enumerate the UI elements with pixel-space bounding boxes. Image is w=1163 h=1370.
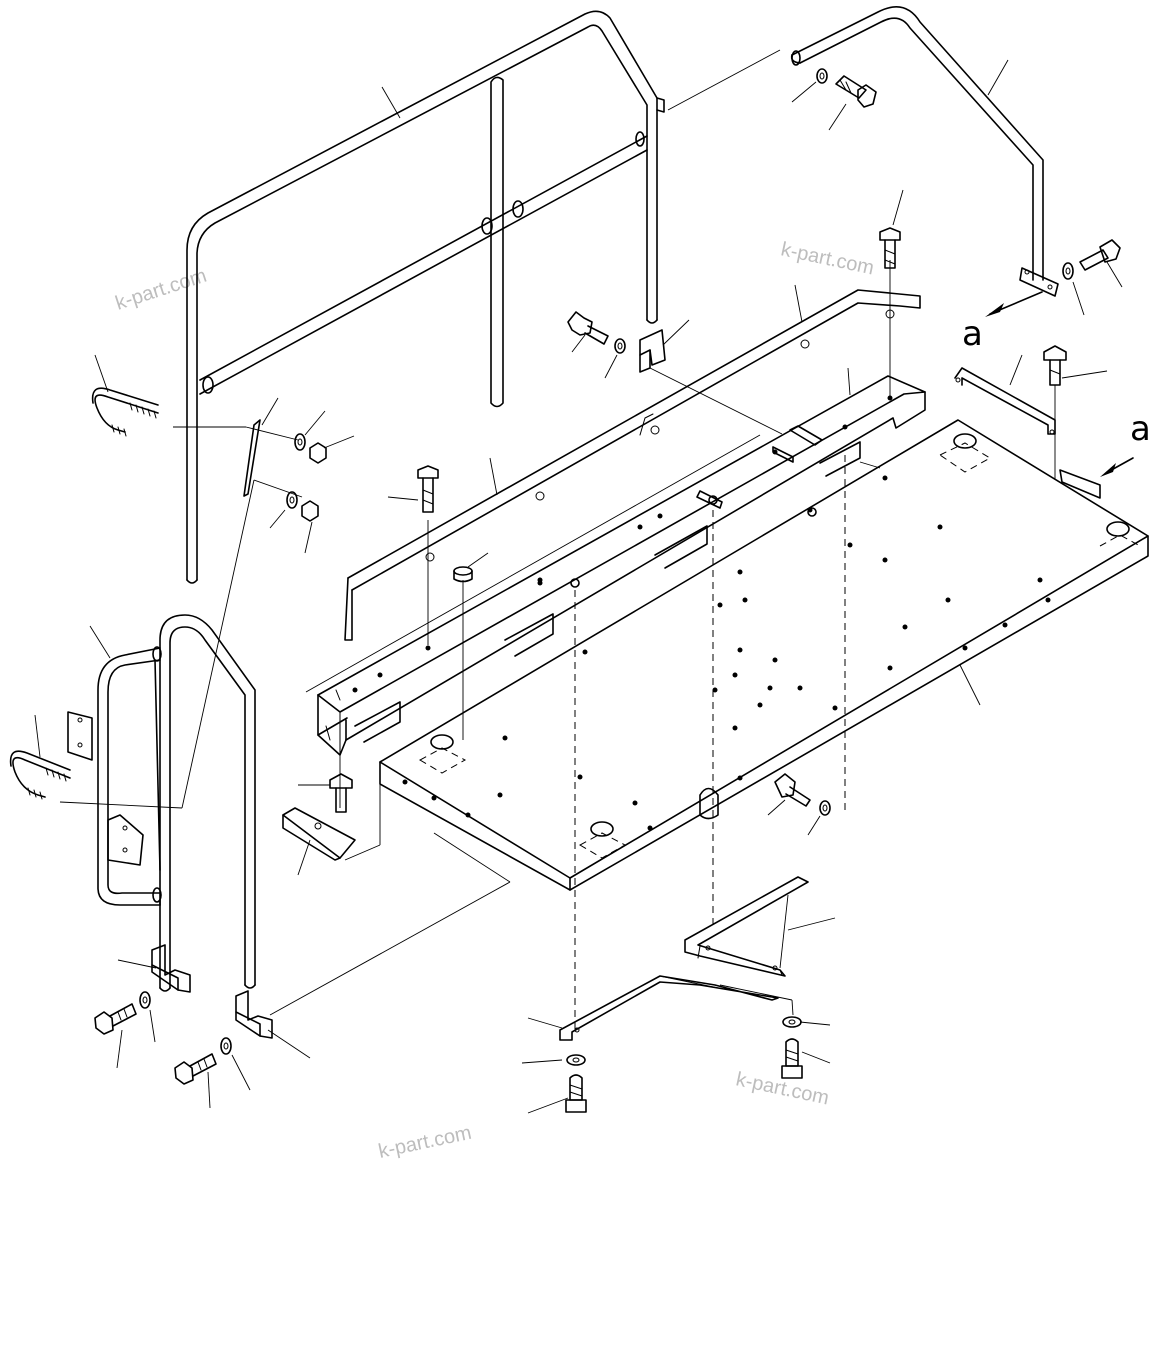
watermark-1: k-part.com bbox=[113, 265, 210, 315]
thin-assembly-lines bbox=[59, 260, 1056, 1016]
clip-lower-left-1 bbox=[151, 944, 191, 993]
cap-plug bbox=[453, 566, 473, 583]
support-bracket-lower bbox=[559, 975, 779, 1041]
bolt-right-side bbox=[1079, 239, 1121, 271]
bolt-lower-left-a bbox=[94, 1003, 137, 1035]
washer-bottom-right bbox=[782, 1016, 802, 1028]
vertical-bolt-3 bbox=[1043, 345, 1067, 386]
view-label-a-right: a bbox=[1130, 409, 1151, 449]
watermark-2: k-part.com bbox=[779, 238, 876, 279]
u-bolt-lower bbox=[9, 750, 71, 800]
floor-plate-holes bbox=[402, 475, 1051, 831]
leader-lines-upper-right bbox=[381, 49, 1123, 316]
washer-lower-left-a bbox=[139, 991, 151, 1009]
bolt-lower-left-b bbox=[174, 1053, 217, 1085]
leader-lines-left bbox=[34, 189, 1108, 876]
bolt-mid-left bbox=[567, 311, 609, 345]
bolt-top-right bbox=[835, 75, 877, 108]
bolt-floor-right bbox=[774, 773, 811, 807]
floor-plate bbox=[379, 419, 1149, 891]
washer-bottom-center bbox=[566, 1054, 586, 1066]
washer-floor-right bbox=[819, 800, 831, 816]
small-clip-mid bbox=[639, 329, 666, 373]
support-bracket-upper bbox=[684, 876, 809, 977]
washer-mid-left bbox=[614, 338, 626, 354]
left-handrail bbox=[186, 10, 665, 584]
bolt-bottom-center bbox=[565, 1074, 587, 1113]
leader-lines-lower-left bbox=[116, 959, 311, 1109]
bolt-lower-left bbox=[329, 773, 353, 813]
washer-top-right bbox=[816, 68, 828, 84]
clip-plate-a bbox=[954, 367, 1056, 435]
long-rail-bracket bbox=[344, 289, 921, 641]
washer-right-side bbox=[1062, 262, 1074, 280]
nut-washer-upper bbox=[294, 433, 327, 464]
view-arrow-right bbox=[1100, 457, 1134, 477]
clip-lower-left-2 bbox=[235, 990, 273, 1039]
watermark-4: k-part.com bbox=[376, 1122, 473, 1163]
washer-lower-left-b bbox=[220, 1037, 232, 1055]
strap-plate bbox=[243, 419, 261, 497]
right-handrail bbox=[790, 6, 1059, 297]
leader-lines-brackets bbox=[521, 894, 836, 1114]
u-bolt-upper bbox=[91, 387, 159, 437]
small-bracket-lower-left bbox=[282, 807, 356, 861]
view-arrow-upper bbox=[985, 291, 1043, 317]
small-handrail bbox=[67, 614, 256, 992]
bolt-bottom-right bbox=[781, 1038, 803, 1079]
vertical-bolt-2 bbox=[879, 227, 901, 269]
channel-frame bbox=[317, 375, 926, 756]
view-label-a-upper: a bbox=[962, 314, 983, 354]
vertical-bolt-1 bbox=[417, 465, 439, 513]
nut-washer-lower bbox=[286, 491, 319, 522]
assembly-dashed-lines bbox=[574, 455, 846, 1030]
